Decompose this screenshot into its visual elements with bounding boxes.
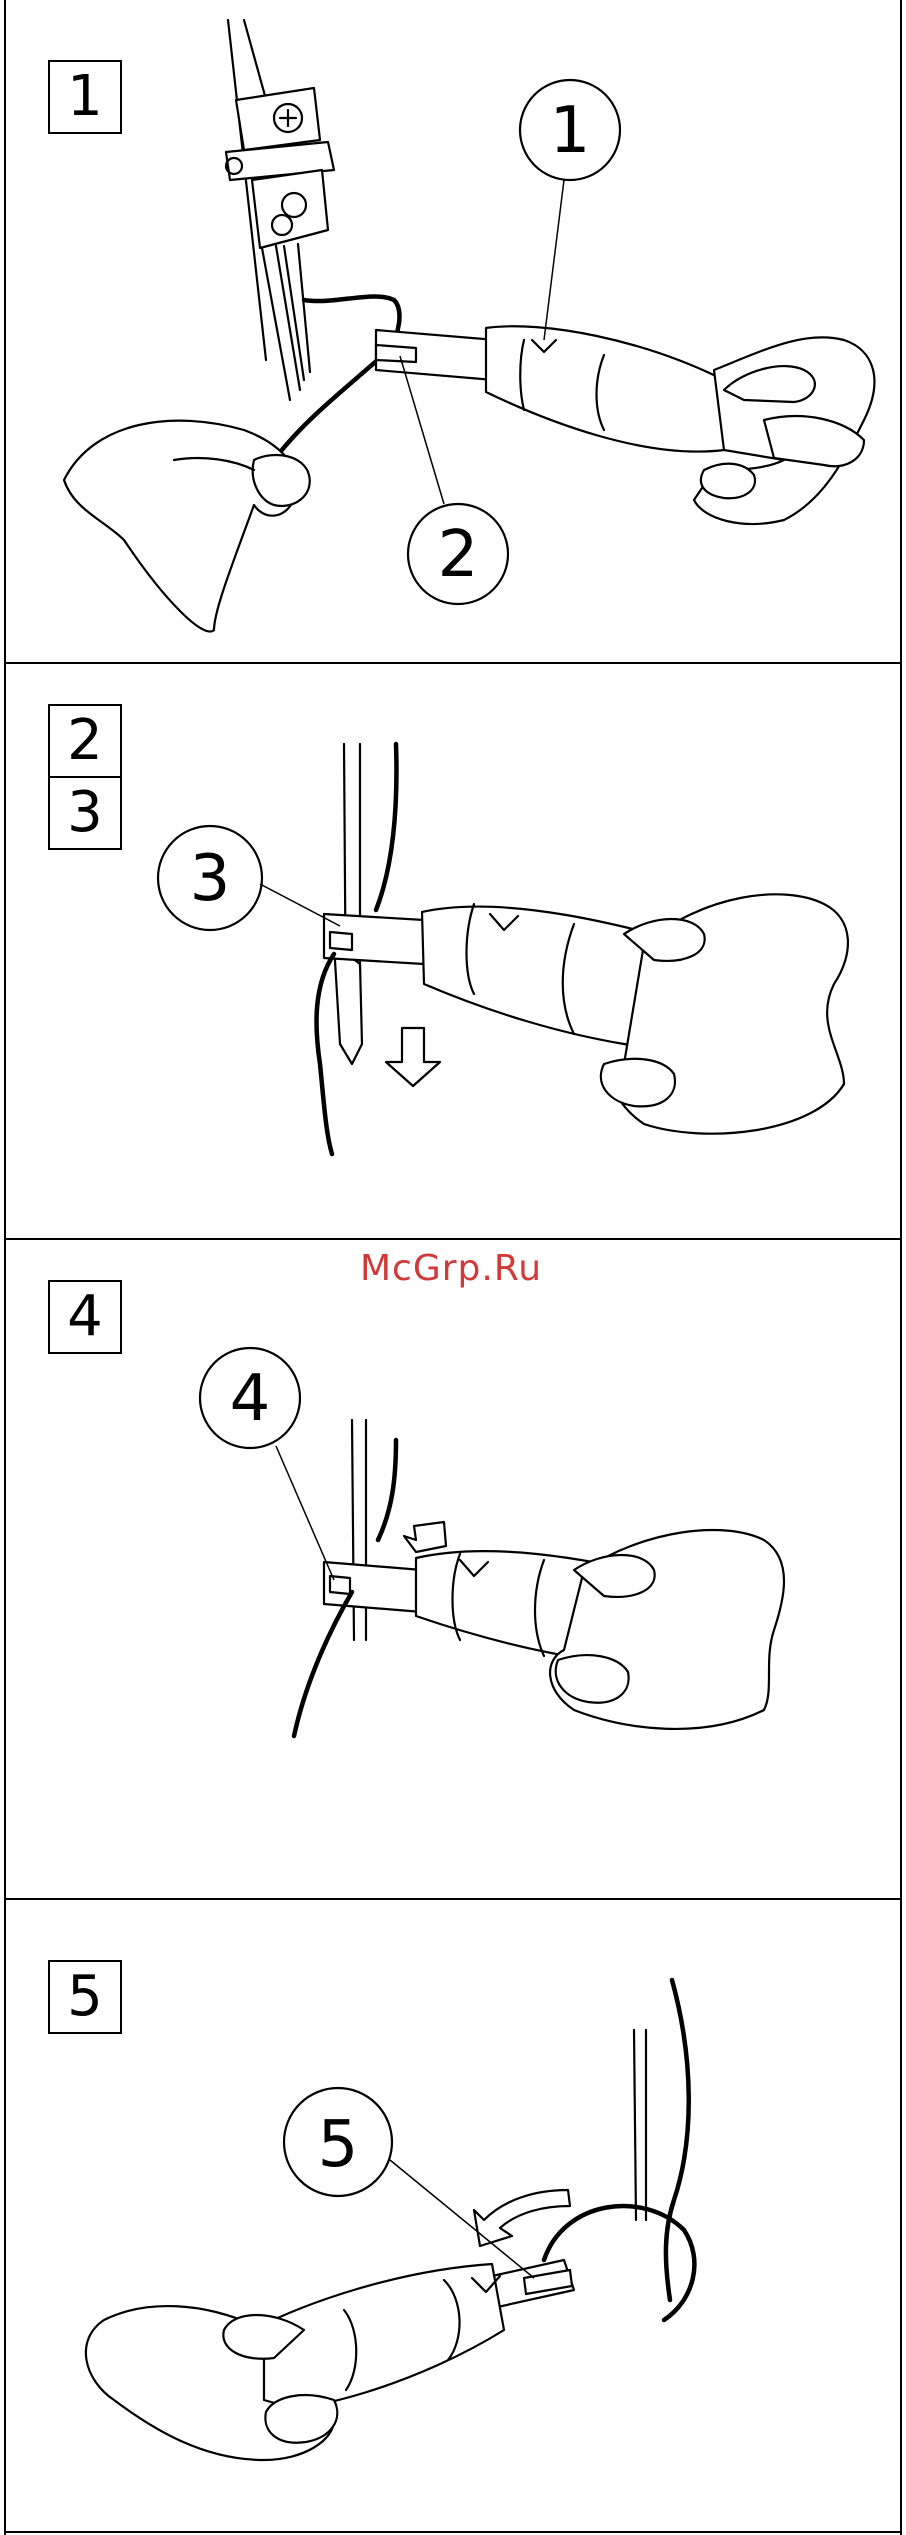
callout-label-4: 4 bbox=[230, 1362, 271, 1436]
threading-illustration-5: 5 bbox=[4, 1900, 902, 2533]
threading-illustration-4: 4 bbox=[4, 1240, 902, 1900]
callout-label-1: 1 bbox=[550, 94, 591, 168]
step-panel-5: 5 5 bbox=[4, 1900, 902, 2533]
callout-label-5: 5 bbox=[318, 2108, 359, 2182]
step-panel-1: 1 1 bbox=[4, 0, 902, 664]
step-panel-4: 4 4 bbox=[4, 1240, 902, 1900]
threading-illustration-2: 3 bbox=[4, 664, 902, 1240]
callout-label-2: 2 bbox=[438, 518, 479, 592]
threading-illustration-1: 1 2 bbox=[4, 0, 902, 664]
callout-label-3: 3 bbox=[190, 842, 231, 916]
step-panel-2-3: 2 3 3 bbox=[4, 664, 902, 1240]
